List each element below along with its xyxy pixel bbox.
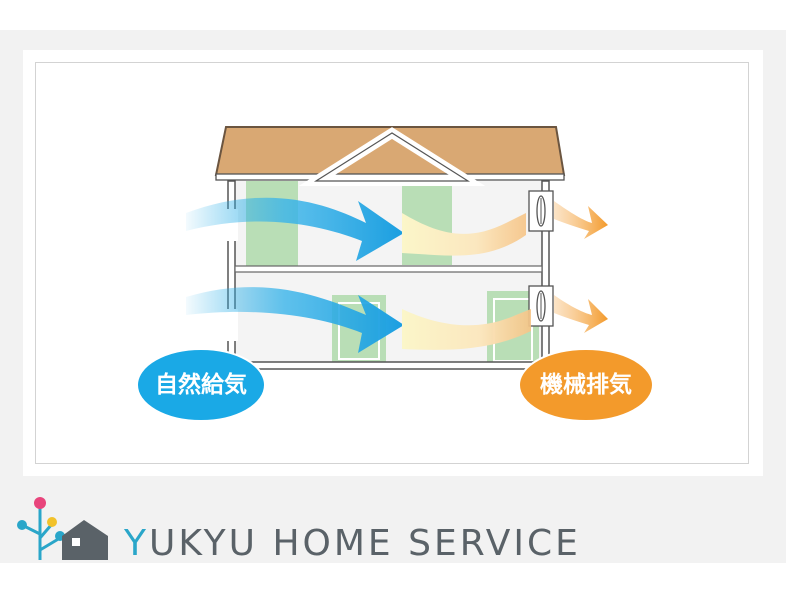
natural-intake-label: 自然給気 [155,371,247,398]
top-strip [0,0,786,30]
room-upper-left [246,181,298,266]
ground-floor [227,361,550,370]
mechanical-exhaust-badge: 機械排気 [518,348,654,422]
house [214,126,566,378]
exhaust-arrow-lower [554,295,608,333]
middle-floor [234,265,543,273]
house-icon [62,520,108,560]
warm-air-upper [402,213,526,256]
warm-air-lower [402,309,531,350]
exhaust-fan-lower [528,285,554,327]
intake-arrow-upper [186,197,404,261]
exhaust-fan-upper [528,190,554,232]
brand-logo: YUKYU H-OME SERVICE [12,494,578,564]
tree-icon [17,497,65,560]
diagram-frame: 自然給気 機械排気 [23,50,763,476]
bottom-strip [0,563,786,592]
intake-arrow-lower [186,287,404,353]
ventilation-diagram: 自然給気 機械排気 [136,126,654,422]
intake-vent-lower [226,309,238,341]
exhaust-arrow-upper [554,201,608,239]
natural-intake-badge: 自然給気 [136,348,266,422]
airflow [186,197,608,353]
diagram-panel: 自然給気 機械排気 [35,62,749,464]
brand-name: YUKYU H-OME SERVICE [124,523,581,564]
mechanical-exhaust-label: 機械排気 [540,371,632,398]
